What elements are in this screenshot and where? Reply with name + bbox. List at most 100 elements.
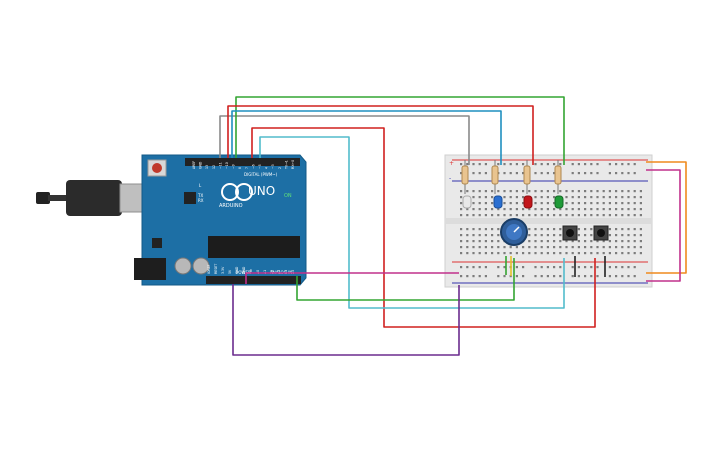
breadboard-hole[interactable] (633, 246, 636, 249)
breadboard-hole[interactable] (590, 240, 593, 243)
breadboard-hole[interactable] (584, 266, 587, 269)
breadboard-hole[interactable] (621, 228, 624, 231)
breadboard-hole[interactable] (528, 190, 531, 193)
breadboard-hole[interactable] (484, 266, 487, 269)
breadboard-hole[interactable] (534, 163, 537, 166)
breadboard-hole[interactable] (503, 252, 506, 255)
breadboard-hole[interactable] (615, 234, 618, 237)
breadboard-hole[interactable] (590, 208, 593, 211)
breadboard-hole[interactable] (522, 172, 525, 175)
breadboard-hole[interactable] (503, 266, 506, 269)
breadboard-hole[interactable] (540, 190, 543, 193)
breadboard-hole[interactable] (633, 202, 636, 205)
breadboard-hole[interactable] (590, 246, 593, 249)
breadboard-hole[interactable] (584, 163, 587, 166)
breadboard-hole[interactable] (460, 208, 463, 211)
breadboard-hole[interactable] (472, 202, 475, 205)
breadboard-hole[interactable] (633, 190, 636, 193)
breadboard-hole[interactable] (472, 208, 475, 211)
breadboard-hole[interactable] (621, 172, 624, 175)
breadboard-hole[interactable] (484, 196, 487, 199)
breadboard-hole[interactable] (615, 163, 618, 166)
breadboard-hole[interactable] (621, 234, 624, 237)
breadboard-hole[interactable] (577, 172, 580, 175)
breadboard-hole[interactable] (633, 208, 636, 211)
breadboard-hole[interactable] (639, 208, 642, 211)
breadboard-hole[interactable] (577, 246, 580, 249)
breadboard-hole[interactable] (515, 196, 518, 199)
breadboard-hole[interactable] (534, 172, 537, 175)
breadboard-hole[interactable] (559, 275, 562, 278)
breadboard-hole[interactable] (497, 190, 500, 193)
breadboard-hole[interactable] (497, 214, 500, 217)
breadboard-hole[interactable] (540, 252, 543, 255)
breadboard-hole[interactable] (559, 246, 562, 249)
breadboard-hole[interactable] (596, 208, 599, 211)
breadboard-hole[interactable] (466, 240, 469, 243)
breadboard-hole[interactable] (460, 172, 463, 175)
breadboard-hole[interactable] (509, 252, 512, 255)
breadboard-hole[interactable] (596, 163, 599, 166)
breadboard-hole[interactable] (596, 196, 599, 199)
breadboard-hole[interactable] (584, 234, 587, 237)
breadboard-hole[interactable] (596, 266, 599, 269)
breadboard-hole[interactable] (497, 163, 500, 166)
breadboard-hole[interactable] (522, 190, 525, 193)
breadboard-hole[interactable] (466, 234, 469, 237)
breadboard-hole[interactable] (528, 246, 531, 249)
breadboard-hole[interactable] (608, 196, 611, 199)
power-jack[interactable] (134, 258, 166, 280)
breadboard-hole[interactable] (478, 202, 481, 205)
breadboard-hole[interactable] (584, 252, 587, 255)
breadboard-hole[interactable] (621, 246, 624, 249)
breadboard-hole[interactable] (466, 208, 469, 211)
breadboard-hole[interactable] (466, 266, 469, 269)
breadboard-hole[interactable] (553, 234, 556, 237)
breadboard-hole[interactable] (484, 275, 487, 278)
breadboard-hole[interactable] (565, 246, 568, 249)
breadboard-hole[interactable] (484, 234, 487, 237)
breadboard-hole[interactable] (522, 214, 525, 217)
breadboard-hole[interactable] (602, 240, 605, 243)
breadboard-hole[interactable] (559, 240, 562, 243)
breadboard-hole[interactable] (546, 196, 549, 199)
breadboard-hole[interactable] (460, 190, 463, 193)
pushbutton-2-cap[interactable] (597, 229, 605, 237)
breadboard-hole[interactable] (528, 252, 531, 255)
breadboard-hole[interactable] (577, 275, 580, 278)
breadboard-hole[interactable] (528, 228, 531, 231)
breadboard-hole[interactable] (472, 246, 475, 249)
breadboard-hole[interactable] (534, 275, 537, 278)
breadboard-hole[interactable] (602, 208, 605, 211)
breadboard-hole[interactable] (497, 228, 500, 231)
breadboard-hole[interactable] (472, 266, 475, 269)
breadboard-hole[interactable] (608, 190, 611, 193)
breadboard-hole[interactable] (478, 234, 481, 237)
resistor-2[interactable] (491, 160, 499, 194)
breadboard-hole[interactable] (503, 246, 506, 249)
breadboard-hole[interactable] (540, 246, 543, 249)
breadboard-hole[interactable] (491, 202, 494, 205)
breadboard-hole[interactable] (478, 214, 481, 217)
breadboard-hole[interactable] (627, 196, 630, 199)
breadboard-hole[interactable] (608, 266, 611, 269)
breadboard-hole[interactable] (577, 208, 580, 211)
breadboard-hole[interactable] (627, 163, 630, 166)
breadboard-hole[interactable] (509, 214, 512, 217)
breadboard-hole[interactable] (639, 202, 642, 205)
breadboard-hole[interactable] (546, 172, 549, 175)
breadboard-hole[interactable] (571, 196, 574, 199)
breadboard-hole[interactable] (615, 172, 618, 175)
breadboard-hole[interactable] (596, 246, 599, 249)
breadboard-hole[interactable] (534, 252, 537, 255)
breadboard-hole[interactable] (472, 172, 475, 175)
breadboard-hole[interactable] (633, 234, 636, 237)
breadboard-hole[interactable] (615, 275, 618, 278)
breadboard-hole[interactable] (571, 275, 574, 278)
breadboard-hole[interactable] (460, 163, 463, 166)
breadboard-hole[interactable] (615, 202, 618, 205)
breadboard-hole[interactable] (540, 214, 543, 217)
breadboard-hole[interactable] (608, 240, 611, 243)
wire-magenta-right[interactable] (646, 169, 681, 282)
breadboard-hole[interactable] (497, 208, 500, 211)
